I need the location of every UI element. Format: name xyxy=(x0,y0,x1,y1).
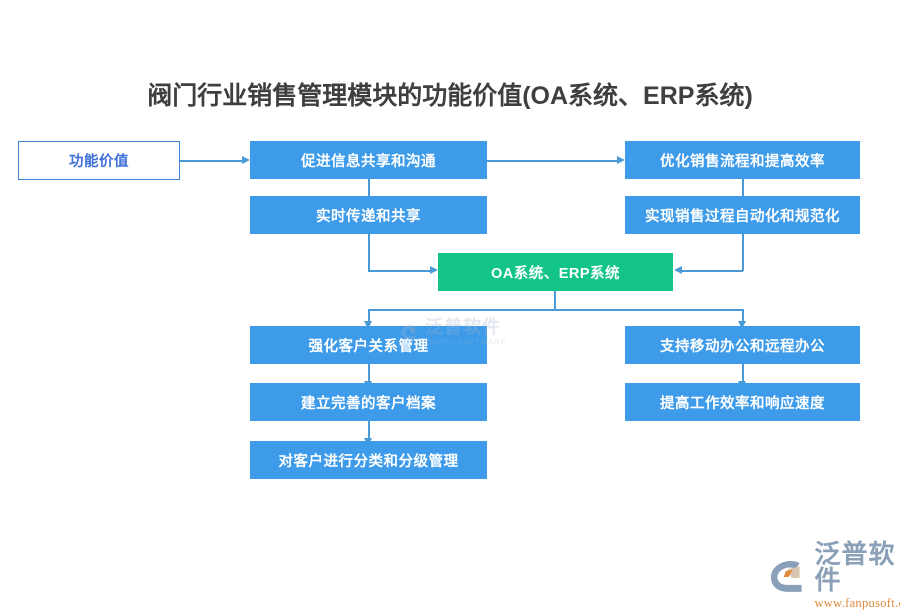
connector-left4-to-left5 xyxy=(368,420,370,440)
node-left-4[interactable]: 建立完善的客户档案 xyxy=(250,383,487,421)
node-right-2-label: 实现销售过程自动化和规范化 xyxy=(645,208,840,225)
node-left-1-label: 促进信息共享和沟通 xyxy=(301,153,436,170)
connector-branch-to-left3 xyxy=(368,309,370,323)
node-right-2[interactable]: 实现销售过程自动化和规范化 xyxy=(625,196,860,234)
brand-logo: 泛普软件 www.fanpusoft.com xyxy=(767,541,900,611)
node-left-3[interactable]: 强化客户关系管理 xyxy=(250,326,487,364)
connector-left3-to-left4 xyxy=(368,363,370,383)
arrow-left1-to-right1 xyxy=(617,156,625,164)
connector-root-to-left1 xyxy=(180,160,242,162)
node-left-5-label: 对客户进行分类和分级管理 xyxy=(278,453,459,470)
node-right-3[interactable]: 支持移动办公和远程办公 xyxy=(625,326,860,364)
node-left-4-label: 建立完善的客户档案 xyxy=(301,395,436,412)
arrow-left2-to-center xyxy=(430,266,438,274)
brand-logo-url: www.fanpusoft.com xyxy=(814,596,900,610)
arrow-root-to-left1 xyxy=(242,156,250,164)
connector-left1-to-left2 xyxy=(368,178,370,198)
node-right-4-label: 提高工作效率和响应速度 xyxy=(660,395,825,412)
brand-logo-cn: 泛普软件 xyxy=(814,539,896,595)
arrow-right2-to-center xyxy=(674,266,682,274)
node-left-2[interactable]: 实时传递和共享 xyxy=(250,196,487,234)
arrow-branch-to-right3 xyxy=(738,321,746,329)
node-left-5[interactable]: 对客户进行分类和分级管理 xyxy=(250,441,487,479)
connector-left2-elbow-horizontal xyxy=(368,270,430,272)
node-right-1-label: 优化销售流程和提高效率 xyxy=(660,153,825,170)
connector-center-down xyxy=(554,290,556,310)
node-left-3-label: 强化客户关系管理 xyxy=(308,338,429,355)
arrow-branch-to-left3 xyxy=(364,321,372,329)
connector-right2-elbow-horizontal xyxy=(682,270,743,272)
node-root-label: 功能价值 xyxy=(69,154,129,170)
node-right-4[interactable]: 提高工作效率和响应速度 xyxy=(625,383,860,421)
brand-logo-icon xyxy=(770,561,802,592)
connector-right3-to-right4 xyxy=(742,363,744,383)
node-right-3-label: 支持移动办公和远程办公 xyxy=(660,338,825,355)
connector-left1-to-right1 xyxy=(487,160,617,162)
connector-center-branch-bar xyxy=(368,309,743,311)
connector-right1-to-right2 xyxy=(742,178,744,198)
node-center-system-label: OA系统、ERP系统 xyxy=(490,265,621,282)
node-root[interactable]: 功能价值 xyxy=(18,141,180,180)
page-title: 阀门行业销售管理模块的功能价值(OA系统、ERP系统) xyxy=(147,82,753,110)
node-left-2-label: 实时传递和共享 xyxy=(316,208,421,225)
connector-left2-elbow-vertical xyxy=(368,233,370,271)
node-right-1[interactable]: 优化销售流程和提高效率 xyxy=(625,141,860,179)
connector-branch-to-right3 xyxy=(742,309,744,323)
node-center-system[interactable]: OA系统、ERP系统 xyxy=(438,253,673,291)
connector-right2-elbow-vertical xyxy=(742,233,744,271)
node-left-1[interactable]: 促进信息共享和沟通 xyxy=(250,141,487,179)
brand-logo-text: 泛普软件 www.fanpusoft.com xyxy=(815,541,900,611)
